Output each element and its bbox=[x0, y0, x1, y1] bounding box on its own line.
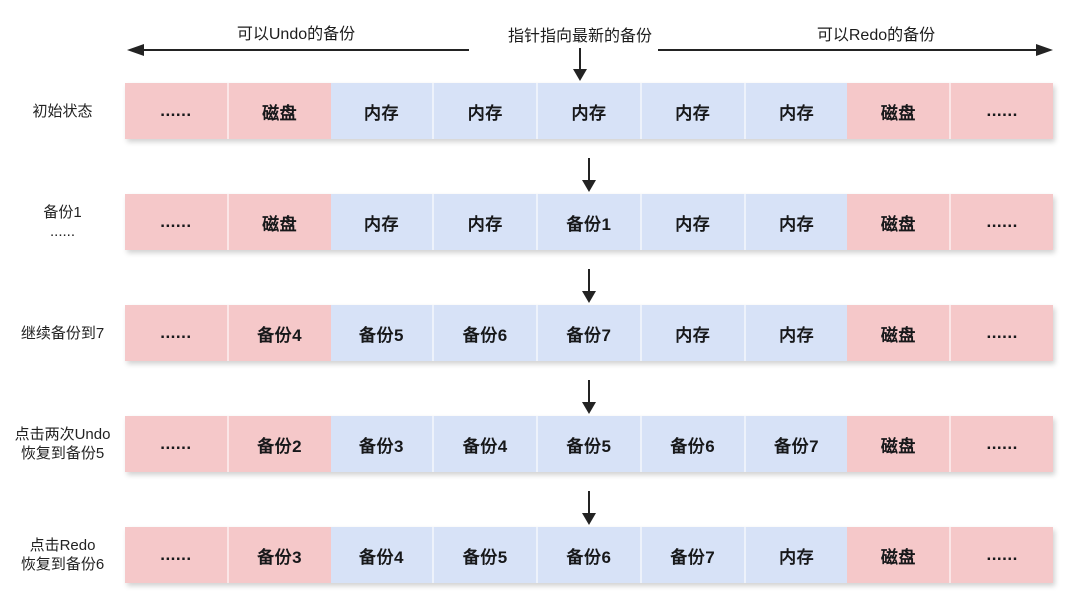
memory-cell: 备份6 bbox=[538, 527, 642, 583]
disk-cell: ...... bbox=[125, 194, 229, 250]
memory-cell: 备份5 bbox=[434, 527, 539, 583]
row-label-box: 继续备份到7 bbox=[0, 305, 125, 361]
row-label: 点击Redo bbox=[29, 537, 96, 554]
disk-cell: ...... bbox=[125, 416, 229, 472]
pointer-label: 指针指向最新的备份 bbox=[507, 28, 653, 45]
disk-cell: ...... bbox=[951, 305, 1054, 361]
disk-cell: 备份4 bbox=[228, 305, 331, 361]
memory-cell: 备份6 bbox=[641, 416, 746, 472]
memory-cell: 备份7 bbox=[641, 527, 746, 583]
memory-cell: 备份1 bbox=[538, 194, 642, 250]
disk-cell: ...... bbox=[951, 527, 1054, 583]
row-label-box: 点击两次Undo 恢复到备份5 bbox=[0, 416, 125, 472]
memory-cell: 内存 bbox=[641, 83, 746, 139]
disk-cell: ...... bbox=[125, 527, 229, 583]
memory-cell: 内存 bbox=[641, 194, 746, 250]
memory-cell: 内存 bbox=[745, 305, 848, 361]
undo-left-arrow-icon bbox=[127, 44, 469, 56]
memory-cell: 内存 bbox=[641, 305, 746, 361]
disk-cell: 备份2 bbox=[228, 416, 331, 472]
redo-right-arrow-icon bbox=[658, 44, 1053, 56]
down-arrow-icon bbox=[582, 269, 596, 303]
memory-cell: 内存 bbox=[330, 83, 435, 139]
disk-cell: 备份3 bbox=[228, 527, 331, 583]
memory-cell: 内存 bbox=[745, 527, 848, 583]
step-arrow-row bbox=[125, 250, 1053, 305]
disk-cell: ...... bbox=[951, 83, 1054, 139]
down-arrow-icon bbox=[582, 380, 596, 414]
disk-cell: 磁盘 bbox=[847, 527, 952, 583]
redo-range-label: 可以Redo的备份 bbox=[816, 27, 936, 44]
memory-cell: 内存 bbox=[745, 83, 848, 139]
disk-cell: 磁盘 bbox=[847, 305, 952, 361]
memory-cell: 备份5 bbox=[538, 416, 642, 472]
row-sublabel: 恢复到备份6 bbox=[20, 556, 105, 573]
down-arrow-icon bbox=[582, 158, 596, 192]
row-label: 继续备份到7 bbox=[20, 324, 105, 342]
memory-cell: 内存 bbox=[330, 194, 435, 250]
row-cells: ......磁盘内存内存内存内存内存磁盘...... bbox=[125, 83, 1054, 139]
row-label-box: 初始状态 bbox=[0, 83, 125, 139]
disk-cell: ...... bbox=[951, 194, 1054, 250]
disk-cell: ...... bbox=[125, 83, 229, 139]
row-label-box: 点击Redo 恢复到备份6 bbox=[0, 527, 125, 583]
pointer-down-arrow-icon bbox=[573, 48, 587, 81]
down-arrow-icon bbox=[582, 491, 596, 525]
memory-cell: 备份4 bbox=[330, 527, 435, 583]
disk-cell: 磁盘 bbox=[847, 83, 952, 139]
memory-cell: 备份6 bbox=[434, 305, 539, 361]
undo-range-label: 可以Undo的备份 bbox=[236, 26, 356, 43]
memory-cell: 备份4 bbox=[434, 416, 539, 472]
step-arrow-row bbox=[125, 361, 1053, 416]
backup-row: 初始状态 ......磁盘内存内存内存内存内存磁盘...... bbox=[0, 83, 1080, 139]
rows-container: 初始状态 ......磁盘内存内存内存内存内存磁盘...... 备份1 ....… bbox=[0, 83, 1080, 583]
disk-cell: 磁盘 bbox=[228, 83, 331, 139]
disk-cell: 磁盘 bbox=[847, 194, 952, 250]
memory-cell: 内存 bbox=[434, 194, 539, 250]
row-label-box: 备份1 ...... bbox=[0, 194, 125, 250]
row-sublabel: ...... bbox=[49, 223, 75, 240]
disk-cell: ...... bbox=[951, 416, 1054, 472]
row-label: 点击两次Undo bbox=[14, 426, 111, 443]
row-label: 初始状态 bbox=[32, 102, 93, 120]
memory-cell: 内存 bbox=[434, 83, 539, 139]
memory-cell: 备份7 bbox=[538, 305, 642, 361]
memory-cell: 备份5 bbox=[330, 305, 435, 361]
step-arrow-row bbox=[125, 472, 1053, 527]
memory-cell: 内存 bbox=[745, 194, 848, 250]
disk-cell: ...... bbox=[125, 305, 229, 361]
row-sublabel: 恢复到备份5 bbox=[20, 445, 105, 462]
disk-cell: 磁盘 bbox=[228, 194, 331, 250]
row-label: 备份1 bbox=[43, 204, 82, 221]
disk-cell: 磁盘 bbox=[847, 416, 952, 472]
memory-cell: 备份7 bbox=[745, 416, 848, 472]
memory-cell: 内存 bbox=[538, 83, 642, 139]
memory-cell: 备份3 bbox=[330, 416, 435, 472]
step-arrow-row bbox=[125, 139, 1053, 194]
